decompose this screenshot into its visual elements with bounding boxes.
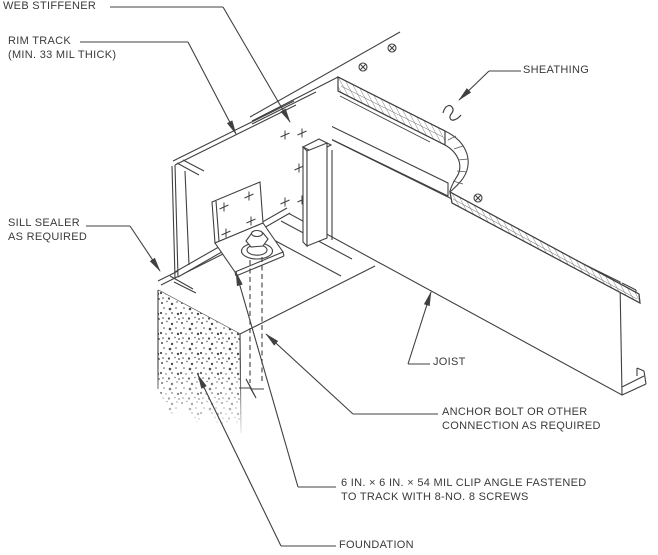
leader-joist [407, 291, 432, 365]
leader-rim-track [80, 41, 237, 135]
sheathing-screws [358, 43, 483, 203]
leader-foundation [197, 374, 336, 547]
label-clip-angle: 6 IN. × 6 IN. × 54 MIL CLIP ANGLE FASTEN… [341, 477, 587, 503]
joist-end-profile [621, 282, 647, 396]
label-sill-sealer: SILL SEALER AS REQUIRED [8, 217, 88, 243]
leader-anchor-bolt [265, 333, 438, 415]
label-web-stiffener: WEB STIFFENER [3, 0, 97, 12]
anchor-bolt-head [240, 229, 274, 260]
sheathing-drawing [249, 31, 641, 304]
leader-web-stiffener [110, 6, 291, 123]
label-rim-track: RIM TRACK (MIN. 33 MIL THICK) [8, 35, 117, 61]
label-foundation: FOUNDATION [339, 539, 414, 551]
web-stiffener-drawing [301, 138, 333, 248]
sheathing-edge-hatch [337, 76, 641, 304]
break-symbol-sheathing [442, 104, 462, 121]
clip-angle-screws [219, 191, 256, 238]
clip-angle-drawing [211, 181, 285, 277]
label-anchor-bolt: ANCHOR BOLT OR OTHER CONNECTION AS REQUI… [442, 406, 601, 432]
leader-sill-sealer [86, 225, 161, 272]
break-symbol-bolt [239, 378, 264, 399]
leader-lines [80, 6, 521, 547]
leader-clip-angle [235, 271, 336, 488]
label-joist: JOIST [433, 356, 466, 368]
label-sheathing: SHEATHING [523, 64, 590, 76]
leader-sheathing [458, 70, 521, 101]
